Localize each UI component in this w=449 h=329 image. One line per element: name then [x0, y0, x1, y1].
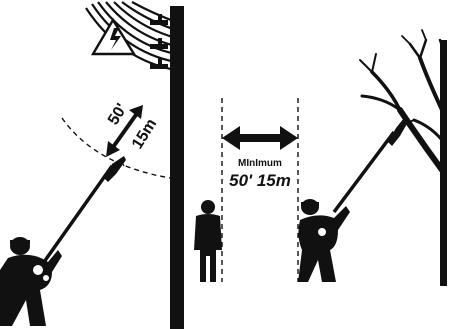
insulator-icon	[150, 14, 168, 69]
minimum-label: MInImum	[238, 158, 282, 169]
distance-feet-label: 50'	[105, 101, 131, 128]
power-line-zone	[86, 2, 176, 70]
operator-silhouette-right	[298, 118, 408, 282]
operator-silhouette-left	[0, 156, 126, 326]
minimum-distance-value: 50' 15m	[229, 171, 291, 190]
bystander-silhouette	[194, 200, 222, 282]
minimum-distance-arrow	[222, 126, 298, 150]
utility-pole	[170, 6, 184, 329]
